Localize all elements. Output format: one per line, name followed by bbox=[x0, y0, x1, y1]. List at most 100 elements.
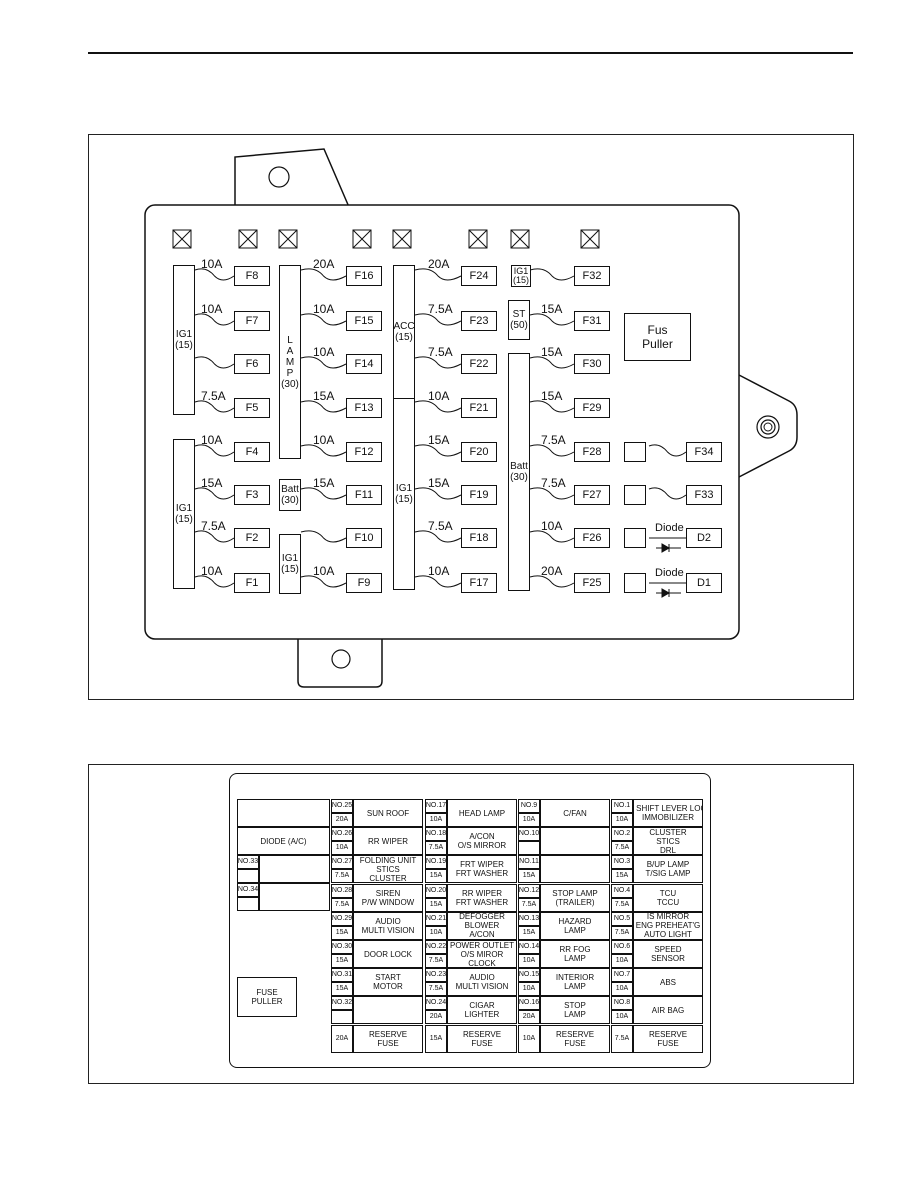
fuse-rating-f3: 15A bbox=[201, 476, 223, 490]
fuse-rating-f22: 7.5A bbox=[428, 345, 453, 359]
fuse-number-cell bbox=[331, 799, 353, 813]
fuse-circuit-cell bbox=[633, 827, 703, 856]
fuse-amp-cell bbox=[518, 897, 540, 912]
fuse-circuit-cell-text: HAZARD LAMP bbox=[558, 916, 592, 935]
diode-label-d1: Diode bbox=[655, 567, 684, 579]
fuse-circuit-cell bbox=[540, 855, 610, 884]
left-blank-cell bbox=[237, 799, 330, 827]
fuse-number-cell bbox=[518, 883, 540, 898]
fuse-rating-f9: 10A bbox=[313, 564, 335, 578]
fuse-rating-f14: 10A bbox=[313, 345, 335, 359]
fuse-number-cell-text: NO.22 bbox=[425, 943, 447, 950]
fuse-circuit-cell bbox=[633, 799, 703, 827]
fus-puller: Fus Puller bbox=[624, 313, 691, 361]
fuse-amp-cell bbox=[425, 897, 447, 912]
fuse-circuit-cell bbox=[353, 1024, 423, 1053]
fuse-amp-cell-text: 15A bbox=[429, 872, 443, 880]
relay-r-ig1-tiny: IG1 (15) bbox=[511, 265, 531, 287]
fuse-circuit-cell bbox=[447, 940, 517, 968]
fuse-amp-cell-text: 10A bbox=[522, 957, 536, 964]
fuse-number-cell-text: NO.24 bbox=[425, 999, 447, 1007]
fuse-circuit-cell-text: C/FAN bbox=[563, 808, 587, 818]
fuse-number-cell-text: NO.6 bbox=[613, 943, 631, 950]
fuse-amp-cell-text: 15A bbox=[335, 928, 349, 936]
fuse-circuit-cell bbox=[447, 996, 517, 1025]
fuse-number-cell bbox=[331, 968, 353, 983]
fuse-circuit-cell bbox=[633, 996, 703, 1025]
fuse-number-cell-text: NO.16 bbox=[518, 999, 540, 1007]
fuse-amp-cell bbox=[611, 925, 633, 940]
relay-r-batt-big: Batt (30) bbox=[508, 353, 530, 591]
fuse-circuit-cell-text: DOOR LOCK bbox=[363, 949, 412, 959]
relay-r-st: ST (50) bbox=[508, 300, 530, 340]
fuse-rating-f27: 7.5A bbox=[541, 476, 566, 490]
fuse-d2: D2 bbox=[686, 528, 722, 548]
fuse-amp-cell bbox=[331, 813, 353, 827]
fuse-amp-cell-text: 15A bbox=[429, 900, 443, 908]
fuse-f29: F29 bbox=[574, 398, 610, 418]
fuse-amp-cell bbox=[611, 1024, 633, 1053]
diode-ac-cell-text: DIODE (A/C) bbox=[260, 836, 307, 846]
fuse-circuit-cell bbox=[540, 1024, 610, 1053]
fuse-number-cell bbox=[425, 968, 447, 983]
fuse-f11: F11 bbox=[346, 485, 382, 505]
connector-markers bbox=[172, 229, 600, 249]
fuse-number-cell-text: NO.26 bbox=[331, 830, 353, 838]
fuse-amp-cell bbox=[331, 925, 353, 940]
fuse-number-cell-text: NO.18 bbox=[425, 830, 447, 838]
fuse-circuit-cell-text: B/UP LAMP T/SIG LAMP bbox=[645, 860, 691, 879]
fuse-rating-f13: 15A bbox=[313, 389, 335, 403]
fuse-number-cell bbox=[611, 911, 633, 926]
fuse-number-cell-text: NO.31 bbox=[331, 971, 353, 979]
fuse-number-cell bbox=[611, 855, 633, 870]
fuse-circuit-cell bbox=[633, 883, 703, 912]
fuse-amp-cell-text: 20A bbox=[429, 1013, 443, 1021]
fuse-rating-f17: 10A bbox=[428, 564, 450, 578]
fuse-amp-cell bbox=[425, 982, 447, 997]
fuse-number-cell bbox=[425, 855, 447, 870]
fuse-circuit-cell-text: FRT WIPER FRT WASHER bbox=[455, 860, 509, 879]
fuse-amp-cell-text: 7.5A bbox=[521, 900, 537, 908]
fuse-f21: F21 bbox=[461, 398, 497, 418]
fuse-f22: F22 bbox=[461, 354, 497, 374]
no33-name-cell bbox=[259, 855, 330, 883]
fuse-f31: F31 bbox=[574, 311, 610, 331]
fuse-f6: F6 bbox=[234, 354, 270, 374]
fuse-amp-cell-text: 7.5A bbox=[334, 900, 350, 908]
relay-r-lamp: L A M P (30) bbox=[279, 265, 301, 459]
fuse-number-cell bbox=[425, 799, 447, 813]
fuse-number-cell-text: NO.15 bbox=[518, 971, 540, 979]
fuse-rating-f21: 10A bbox=[428, 389, 450, 403]
fuse-amp-cell-text: 10A bbox=[615, 957, 629, 964]
fuse-amp-cell bbox=[331, 1024, 353, 1053]
fuse-amp-cell bbox=[518, 954, 540, 968]
fuse-rating-f1: 10A bbox=[201, 564, 223, 578]
relay-r-ig1-mid: IG1 (15) bbox=[393, 398, 415, 590]
fuse-amp-cell bbox=[331, 897, 353, 912]
fuse-circuit-cell bbox=[447, 883, 517, 912]
fuse-number-cell-text: NO.27 bbox=[331, 858, 353, 866]
fuse-amp-cell bbox=[611, 897, 633, 912]
fuse-f24: F24 bbox=[461, 266, 497, 286]
diode-ac-cell bbox=[237, 827, 330, 855]
fuse-circuit-cell bbox=[353, 799, 423, 827]
fuse-f7: F7 bbox=[234, 311, 270, 331]
fuse-circuit-cell-text: CLUSTER STICS DRL bbox=[649, 827, 687, 855]
fuse-amp-cell bbox=[425, 1024, 447, 1053]
fuse-circuit-cell-text: RR WIPER bbox=[368, 836, 408, 846]
fuse-amp-cell bbox=[331, 982, 353, 997]
fuse-circuit-cell bbox=[447, 911, 517, 940]
fuse-rating-f16: 20A bbox=[313, 257, 335, 271]
fuse-amp-cell bbox=[611, 1010, 633, 1025]
fuse-amp-cell-text: 10A bbox=[522, 816, 536, 823]
relay-r-batt-small: Batt (30) bbox=[279, 479, 301, 511]
fuse-f4: F4 bbox=[234, 442, 270, 462]
relay-r-acc: ACC (15) bbox=[393, 265, 415, 399]
fuse-circuit-cell-text bbox=[540, 827, 610, 855]
fuse-number-cell bbox=[611, 940, 633, 954]
fuse-f2: F2 bbox=[234, 528, 270, 548]
fuse-number-cell bbox=[518, 940, 540, 954]
fuse-rating-f11: 15A bbox=[313, 476, 335, 490]
fuse-f15: F15 bbox=[346, 311, 382, 331]
